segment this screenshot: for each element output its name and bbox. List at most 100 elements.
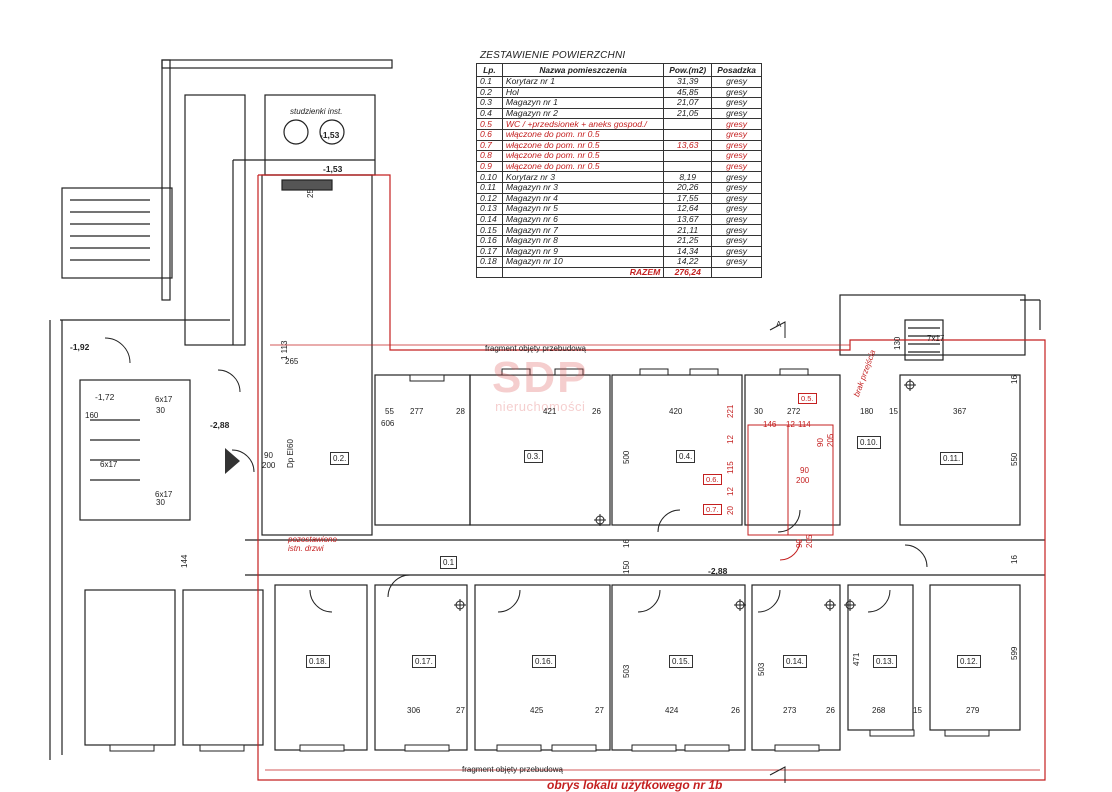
row-name: włączone do pom. nr 0.5	[501, 128, 665, 141]
dimension: 26	[592, 407, 601, 416]
row-floor: gresy	[711, 150, 762, 162]
row-floor: gresy	[711, 76, 762, 88]
row-floor: gresy	[711, 256, 762, 268]
row-floor: gresy	[711, 107, 762, 120]
dimension: 205	[805, 534, 814, 548]
row-lp: 0.16	[476, 234, 503, 247]
section-mark: A	[776, 320, 782, 329]
watermark: SDP nieruchomości	[492, 356, 588, 414]
door-arc-entrance	[104, 337, 131, 364]
dimension: 471	[852, 652, 861, 666]
row-area: 17,55	[663, 192, 713, 205]
dimension: 265	[285, 357, 299, 366]
level-marker: -1,53	[320, 130, 340, 140]
row-name: Hol	[501, 86, 665, 99]
row-area	[663, 150, 713, 162]
dimension: 90	[264, 451, 273, 460]
dimension: 200	[796, 476, 810, 485]
row-lp: 0.7	[476, 139, 503, 152]
row-area: 14,34	[663, 245, 713, 258]
door-arc-3	[497, 589, 521, 613]
row-area	[663, 128, 713, 141]
room-label-red: 0.6.	[703, 474, 722, 485]
total-empty	[476, 266, 503, 279]
row-floor: gresy	[711, 160, 762, 173]
unit-outline-label: obrys lokalu użytkowego nr 1b	[547, 778, 723, 792]
row-floor: gresy	[711, 245, 762, 258]
room-label-red: 0.5.	[798, 393, 817, 404]
dimension: 200	[262, 461, 276, 470]
door-arc-hall	[217, 369, 241, 393]
wall-corridor-top	[184, 94, 246, 346]
fragment-top-note: fragment objęty przebudową	[485, 344, 586, 353]
dimension: 500	[622, 450, 631, 464]
wall-bottom-left-b	[182, 589, 264, 746]
dimension: 180	[860, 407, 874, 416]
dimension: 130	[893, 336, 902, 350]
dimension: 16	[1010, 375, 1019, 384]
dimension: 12	[786, 420, 795, 429]
stair-steps: 6x17	[155, 490, 173, 499]
dimension: 90	[795, 539, 804, 548]
dimension: 144	[180, 554, 189, 568]
row-lp: 0.13	[476, 203, 503, 215]
row-lp: 0.15	[476, 224, 503, 236]
wall-right-wing	[839, 294, 1026, 356]
dimension: 55	[385, 407, 394, 416]
row-area: 13,63	[663, 139, 713, 152]
row-floor: gresy	[711, 128, 762, 141]
row-lp: 0.6	[476, 128, 503, 141]
wall-left-mid	[374, 374, 471, 526]
row-lp: 0.12	[476, 192, 503, 205]
door-arc-8	[777, 509, 801, 533]
wall-left-stair-block	[61, 187, 173, 279]
row-lp: 0.3	[476, 97, 503, 109]
door-arc-2	[309, 589, 333, 613]
watermark-text: nieruchomości	[495, 399, 586, 414]
dimension: 27	[456, 706, 465, 715]
dimension: 25	[306, 189, 315, 198]
dimension: 27	[595, 706, 604, 715]
dimension: 425	[530, 706, 544, 715]
row-area	[663, 160, 713, 173]
level-marker: -1,72	[95, 392, 115, 402]
row-area: 8,19	[663, 171, 713, 183]
dimension: 15	[889, 407, 898, 416]
room-label: 0.10.	[857, 436, 881, 449]
room-label-red: 0.7.	[703, 504, 722, 515]
wells-note: studzienki inst.	[290, 107, 343, 116]
row-floor: gresy	[711, 213, 762, 226]
watermark-logo: SDP	[492, 353, 589, 402]
dimension: 15	[913, 706, 922, 715]
door-arc-6	[867, 589, 891, 613]
dimension: 503	[757, 662, 766, 676]
total-value: 276,24	[663, 266, 713, 279]
row-area: 20,26	[663, 181, 713, 194]
left-door-note: pozostawiono istn. drzwi	[288, 535, 337, 553]
row-lp: 0.8	[476, 150, 503, 162]
dimension: 12	[726, 487, 735, 496]
col-floor: Posadzka	[711, 63, 762, 77]
wall-room-15	[611, 584, 746, 751]
row-area: 21,11	[663, 224, 713, 236]
dimension: 30	[754, 407, 763, 416]
door-arc-10	[231, 449, 255, 473]
direction-marker	[225, 448, 240, 474]
row-name: Magazyn nr 1	[501, 97, 665, 109]
wall-shaft-outer	[161, 59, 393, 69]
stair-steps: 7x17	[927, 334, 945, 343]
table-title: ZESTAWIENIE POWIERZCHNI	[480, 50, 626, 61]
hatch-block	[281, 179, 333, 191]
room-label: 0.3.	[524, 450, 544, 463]
dimension: 221	[726, 404, 735, 418]
row-area	[663, 118, 713, 130]
level-marker: -2,88	[708, 566, 728, 576]
dimension: 26	[826, 706, 835, 715]
